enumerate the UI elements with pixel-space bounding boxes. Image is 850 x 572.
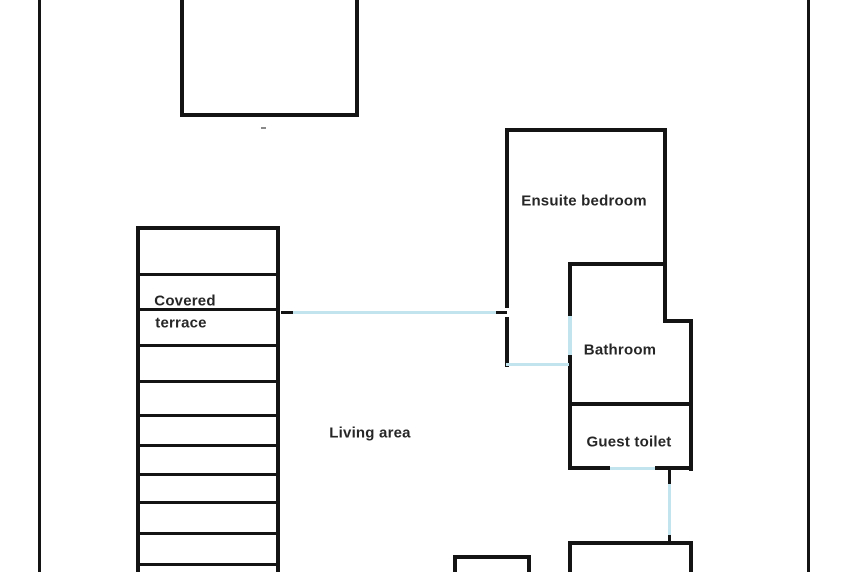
- wall-terrace-slat-6: [136, 444, 280, 447]
- wall-bottom-room-right: [689, 541, 693, 572]
- wall-left-boundary: [38, 0, 41, 572]
- label-bathroom: Bathroom: [583, 341, 657, 359]
- door-bathroom-left: [568, 316, 572, 355]
- label-covered: Covered: [154, 292, 216, 310]
- wall-bottom-room-left: [568, 541, 572, 572]
- wall-bedroom-left-lower: [505, 317, 509, 367]
- wall-pool-bottom: [180, 113, 359, 117]
- wall-terrace-right: [276, 226, 280, 572]
- wall-connector-top: [668, 470, 671, 485]
- door-terrace-to-living: [293, 311, 496, 314]
- label-living-area: Living area: [329, 424, 411, 442]
- wall-bedroom-bathroom: [569, 262, 667, 266]
- wall-terrace-top: [136, 226, 280, 230]
- wall-terrace-slat-8: [136, 501, 280, 504]
- wall-bottom-room-top: [568, 541, 693, 545]
- wall-door-jamb-terrace: [281, 311, 293, 314]
- wall-terrace-slat-4: [136, 380, 280, 383]
- wall-pool-left: [180, 0, 184, 117]
- wall-bedroom-left-upper: [505, 128, 509, 308]
- wall-bathroom-left-upper: [568, 262, 572, 316]
- wall-small-room-left: [453, 555, 457, 572]
- wall-small-room-top: [453, 555, 531, 559]
- pool-tick-mark: [261, 127, 266, 129]
- wall-terrace-slat-7: [136, 473, 280, 476]
- wall-bedroom-right: [663, 128, 667, 323]
- wall-terrace-slat-1: [136, 273, 280, 276]
- label-guest-toilet: Guest toilet: [586, 433, 672, 451]
- wall-toilet-bottom-left: [568, 466, 610, 470]
- label-pool: Pool: [242, 0, 275, 4]
- wall-terrace-left: [136, 226, 140, 572]
- wall-bedroom-top: [505, 128, 667, 132]
- wall-terrace-slat-9: [136, 532, 280, 535]
- wall-bathroom-step: [663, 319, 693, 323]
- wall-right-boundary: [807, 0, 810, 572]
- wall-small-room-right: [527, 555, 531, 572]
- wall-door-jamb-bedroom: [496, 311, 507, 314]
- wall-pool-right: [355, 0, 359, 117]
- wall-terrace-slat-2: [136, 308, 280, 311]
- wall-toilet-bottom-right: [655, 466, 693, 470]
- label-ensuite-bedroom: Ensuite bedroom: [521, 192, 647, 210]
- wall-terrace-slat-5: [136, 414, 280, 417]
- wall-bathroom-toilet: [568, 402, 693, 406]
- wall-terrace-slat-3: [136, 344, 280, 347]
- label-terrace: terrace: [155, 314, 207, 332]
- wall-bathroom-right: [689, 319, 693, 471]
- wall-terrace-slat-10: [136, 563, 280, 566]
- door-guest-toilet: [610, 467, 655, 470]
- door-bedroom-lower: [506, 363, 569, 366]
- wall-bathroom-left-lower: [568, 355, 572, 470]
- wall-connector-bottom: [668, 534, 671, 544]
- door-connector: [668, 484, 671, 535]
